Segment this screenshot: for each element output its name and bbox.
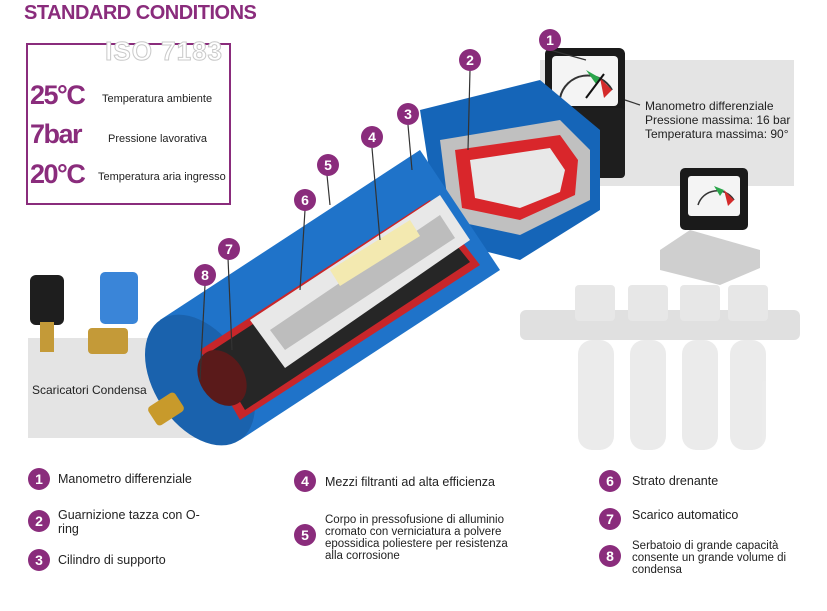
- conditions-title: STANDARD CONDITIONS: [24, 2, 257, 24]
- legend-marker-6: 6: [599, 470, 621, 492]
- legend-text-7: Scarico automatico: [632, 508, 739, 522]
- diagram-marker-7: 7: [218, 238, 240, 260]
- legend-text-1: Manometro differenziale: [58, 472, 192, 486]
- legend-text-2: Guarnizione tazza con O-ring: [58, 508, 200, 536]
- diagram-marker-8: 8: [194, 264, 216, 286]
- condition-value-temperature: 25°C: [30, 80, 86, 110]
- legend-text-6: Strato drenante: [632, 474, 719, 488]
- legend-marker-2: 2: [28, 510, 50, 532]
- legend-marker-3: 3: [28, 549, 50, 571]
- conditions-box: [26, 43, 231, 205]
- diagram-marker-4: 4: [361, 126, 383, 148]
- iso-band: ISO 7183: [26, 36, 229, 67]
- iso-standard: ISO 7183: [105, 36, 223, 67]
- legend-marker-7: 7: [599, 508, 621, 530]
- legend-text-8: Serbatoio di grande capacità consente un…: [632, 540, 787, 576]
- drains-callout: Scaricatori Condensa: [32, 383, 147, 397]
- legend-text-5: Corpo in pressofusione di alluminio crom…: [325, 514, 508, 562]
- condition-value-inlet-temp: 20°C: [30, 159, 86, 189]
- diagram-marker-1: 1: [539, 29, 561, 51]
- legend-marker-4: 4: [294, 470, 316, 492]
- legend-marker-8: 8: [599, 545, 621, 567]
- legend-text-4: Mezzi filtranti ad alta efficienza: [325, 475, 495, 489]
- legend-text-3: Cilindro di supporto: [58, 553, 166, 567]
- diagram-marker-5: 5: [317, 154, 339, 176]
- condition-value-pressure: 7bar: [30, 119, 83, 149]
- legend-marker-5: 5: [294, 524, 316, 546]
- condition-label-temperature: Temperatura ambiente: [102, 93, 213, 105]
- condition-label-pressure: Pressione lavorativa: [108, 133, 208, 145]
- condition-label-inlet-temp: Temperatura aria ingresso: [98, 171, 226, 183]
- diagram-marker-3: 3: [397, 103, 419, 125]
- diagram-marker-2: 2: [459, 49, 481, 71]
- gauge-callout-pressure: Pressione massima: 16 bar: [645, 113, 791, 127]
- gauge-callout-title: Manometro differenziale: [645, 99, 774, 113]
- diagram-marker-6: 6: [294, 189, 316, 211]
- legend-marker-1: 1: [28, 468, 50, 490]
- gauge-callout-temperature: Temperatura massima: 90°: [645, 127, 789, 141]
